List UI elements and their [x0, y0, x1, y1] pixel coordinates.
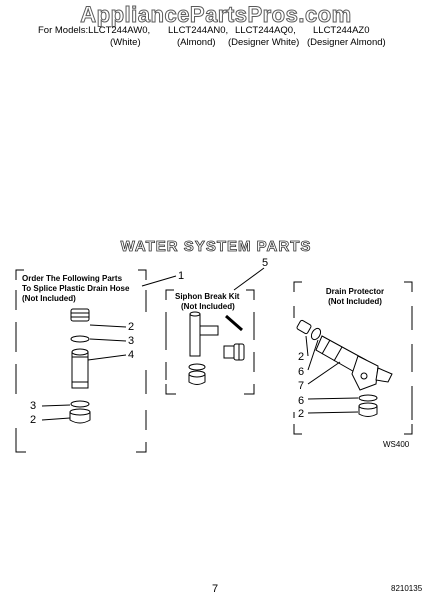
page-number: 7 [212, 583, 219, 595]
siphon-parts [188, 311, 245, 385]
siphon-box-title: Siphon Break Kit (Not Included) [175, 292, 239, 312]
drain-parts [296, 319, 393, 417]
model-3: LLCT244AZ0 [313, 25, 370, 36]
callout-splice-2b: 2 [30, 414, 37, 426]
model-0: LLCT244AW0, [88, 25, 151, 36]
model-1: LLCT244AN0, [168, 25, 229, 36]
splice-title-line-3: (Not Included) [22, 294, 76, 303]
callout-1: 1 [178, 270, 185, 282]
drain-box-title: Drain Protector (Not Included) [300, 287, 410, 307]
splice-parts [41, 308, 127, 424]
callout-5: 5 [262, 257, 269, 269]
drain-title-line-1: Drain Protector [325, 287, 385, 296]
section-title: WATER SYSTEM PARTS [120, 238, 312, 256]
splice-box-frame [15, 269, 147, 453]
callout-drain-2b: 2 [298, 408, 305, 420]
siphon-title-line-1: Siphon Break Kit [175, 292, 240, 301]
watermark: AppliancePartsPros.com [80, 2, 352, 28]
splice-title-line-2: To Splice Plastic Drain Hose [22, 284, 130, 293]
splice-title-line-1: Order The Following Parts [22, 274, 123, 283]
callout-drain-6a: 6 [298, 366, 305, 378]
callout-drain-2a: 2 [298, 351, 305, 363]
splice-box-title: Order The Following Parts To Splice Plas… [22, 274, 129, 304]
drain-box-frame [293, 281, 413, 435]
model-2: LLCT244AQ0, [235, 25, 296, 36]
doc-number: 8210135 [391, 584, 423, 593]
callout-drain-7: 7 [298, 380, 305, 392]
model-color-3: (Designer Almond) [307, 37, 386, 48]
siphon-title-line-2: (Not Included) [181, 302, 235, 311]
siphon-box-frame [165, 289, 255, 395]
callout-splice-4: 4 [128, 349, 135, 361]
model-color-2: (Designer White) [228, 37, 300, 48]
figure-code: WS400 [383, 440, 410, 449]
model-color-1: (Almond) [177, 37, 216, 48]
callout-splice-3b: 3 [30, 400, 37, 412]
models-line: For Models:LLCT244AW0, [38, 25, 150, 36]
model-color-0: (White) [110, 37, 141, 48]
models-prefix: For Models: [38, 25, 89, 36]
callout-splice-2a: 2 [128, 321, 135, 333]
callout-splice-3a: 3 [128, 335, 135, 347]
callout-drain-6b: 6 [298, 395, 305, 407]
drain-title-line-2: (Not Included) [328, 297, 382, 306]
